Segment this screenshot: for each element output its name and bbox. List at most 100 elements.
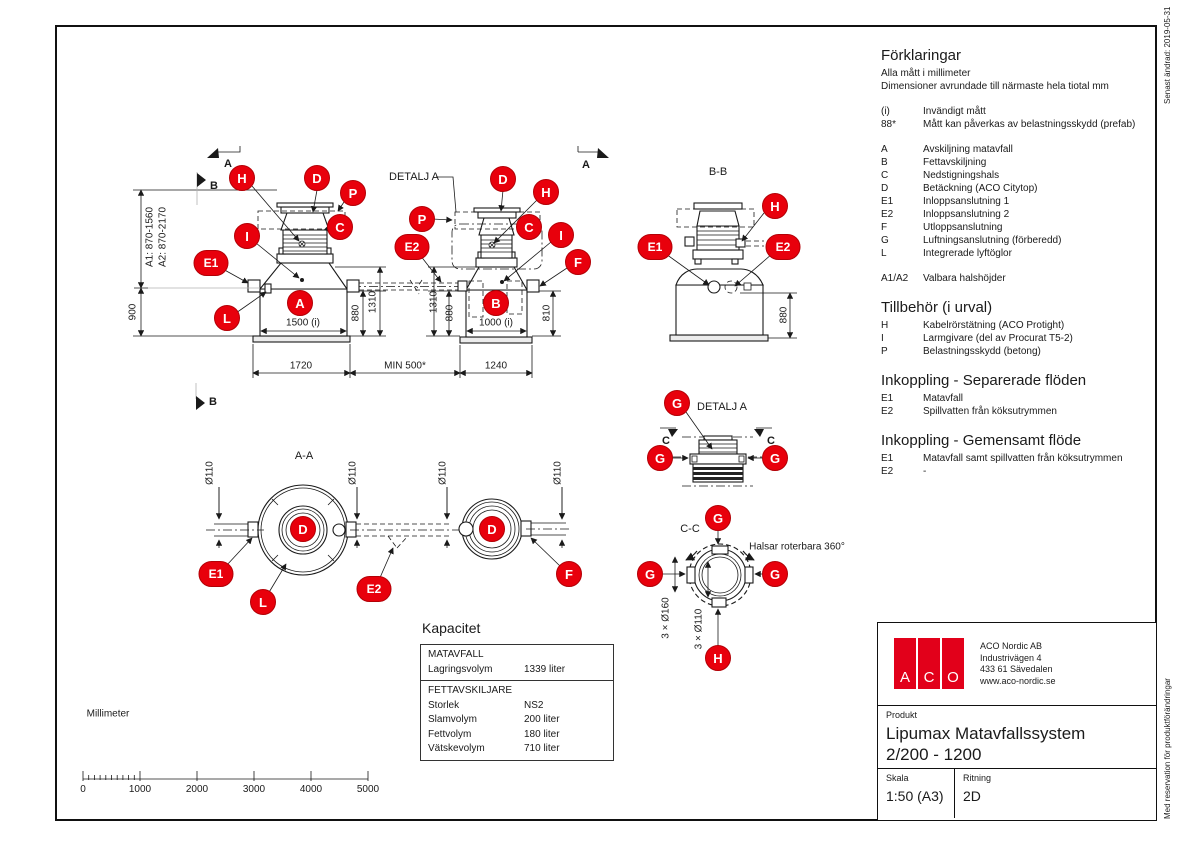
- callout-badge-d: D: [304, 165, 330, 191]
- callout-badge-h: H: [533, 179, 559, 205]
- capacity-row-label: Vätskevolym: [428, 743, 485, 754]
- capacity-row-value: 200 liter: [524, 714, 560, 725]
- scale-cell: Skala 1:50 (A3): [878, 769, 954, 818]
- legend-value: Matavfall: [923, 393, 964, 404]
- callout-badge-c: C: [516, 214, 542, 240]
- legend-key: L: [881, 248, 887, 259]
- legend-key: F: [881, 222, 888, 233]
- legend-key: G: [881, 235, 889, 246]
- product-name: Lipumax Matavfallssystem 2/200 - 1200: [886, 723, 1148, 765]
- legend-value: Invändigt mått: [923, 106, 986, 117]
- drawing-label: C: [767, 435, 775, 447]
- scale-value: 1:50 (A3): [886, 788, 944, 804]
- product-name-line2: 2/200 - 1200: [886, 745, 982, 764]
- drawing-label: 1310: [367, 290, 379, 314]
- callout-badge-g: G: [637, 561, 663, 587]
- drawing-label: B-B: [708, 166, 728, 178]
- callout-badge-p: P: [340, 180, 366, 206]
- capacity-row-label: Fettvolym: [428, 728, 472, 740]
- drawing-label: A: [582, 159, 590, 171]
- company-address-line: www.aco-nordic.se: [980, 675, 1056, 686]
- drawing-label: Ø110: [204, 461, 216, 485]
- legend-row: E2-: [881, 465, 1155, 478]
- legend-value: Kabelrörstätning (ACO Protight): [923, 320, 1065, 331]
- capacity-row-label: Storlek: [428, 699, 460, 711]
- legend-row: A Avskiljning matavfall: [881, 143, 1155, 156]
- drawing-label: 880: [444, 304, 456, 322]
- legend-value: Spillvatten från köksutrymmen: [923, 406, 1057, 417]
- legend-value: Avskiljning matavfall: [923, 144, 1013, 155]
- disclaimer-note: Med reservation för produktförändringar: [1163, 678, 1172, 819]
- callout-badge-g: G: [647, 445, 673, 471]
- connection-separate-title: Inkoppling - Separerade flöden: [881, 372, 1087, 389]
- title-block-footer: Skala 1:50 (A3) Ritning 2D: [878, 769, 1156, 818]
- scalebar-tick-label: 5000: [356, 784, 380, 795]
- capacity-section-header: MATAVFALL: [428, 649, 484, 660]
- callout-badge-c: C: [327, 214, 353, 240]
- product-name-line1: Lipumax Matavfallssystem: [886, 724, 1086, 743]
- legend-value: Betäckning (ACO Citytop): [923, 183, 1038, 194]
- product-label: Produkt: [886, 710, 918, 720]
- drawing-label: DETALJ A: [389, 171, 439, 183]
- legend-key: B: [881, 157, 888, 168]
- drawing-label: MIN 500*: [384, 360, 426, 372]
- last-edited-note: Senast ändrad: 2019-05-31: [1163, 6, 1172, 104]
- callout-badge-e2: E2: [394, 234, 430, 260]
- callout-badge-i: I: [548, 222, 574, 248]
- drawing-label: DETALJ A: [697, 401, 747, 413]
- sheet-frame: [55, 25, 1157, 821]
- company-address-line: ACO Nordic AB: [980, 641, 1043, 651]
- callout-badge-e1: E1: [637, 234, 673, 260]
- scalebar-tick-label: 0: [80, 784, 86, 795]
- callout-badge-d: D: [479, 516, 505, 542]
- legend-value: Fettavskiljning: [923, 157, 987, 168]
- company-address-line: 433 61 Sävedalen: [980, 664, 1053, 674]
- aco-logo-letter: O: [942, 638, 964, 689]
- drawing-cell: Ritning 2D: [954, 769, 1156, 818]
- scalebar-tick-label: 4000: [299, 784, 323, 795]
- legend-key: E1: [881, 196, 894, 207]
- legend-key: I: [881, 333, 884, 344]
- legend-key: E1: [881, 453, 894, 464]
- callout-badge-l: L: [250, 589, 276, 615]
- callout-badge-b: B: [483, 290, 509, 316]
- drawing-label: 1000 (i): [479, 317, 513, 329]
- drawing-label: Ø110: [552, 461, 564, 485]
- legend-key: E2: [881, 466, 894, 477]
- drawing-label: A1: 870-1560: [144, 206, 156, 268]
- legend-key: A: [881, 144, 888, 155]
- drawing-label: 880: [350, 304, 362, 322]
- callout-badge-g: G: [762, 561, 788, 587]
- legend-key: E2: [881, 209, 894, 220]
- callout-badge-h: H: [229, 165, 255, 191]
- capacity-row-value: NS2: [524, 699, 544, 711]
- scalebar-tick-label: 1000: [128, 784, 152, 795]
- legend-value: Integrerade lyftöglor: [923, 248, 1012, 259]
- drawing-label: A: [224, 158, 232, 170]
- drawing-label: 1240: [484, 360, 508, 372]
- legend-key: E2: [881, 406, 894, 417]
- legend-value: Larmgivare (del av Procurat T5-2): [923, 333, 1073, 344]
- company-address-line: Industrivägen 4: [980, 652, 1042, 663]
- capacity-section-header: FETTAVSKILJARE: [428, 685, 513, 696]
- scalebar-tick-label: 2000: [185, 784, 209, 795]
- callout-badge-g: G: [705, 505, 731, 531]
